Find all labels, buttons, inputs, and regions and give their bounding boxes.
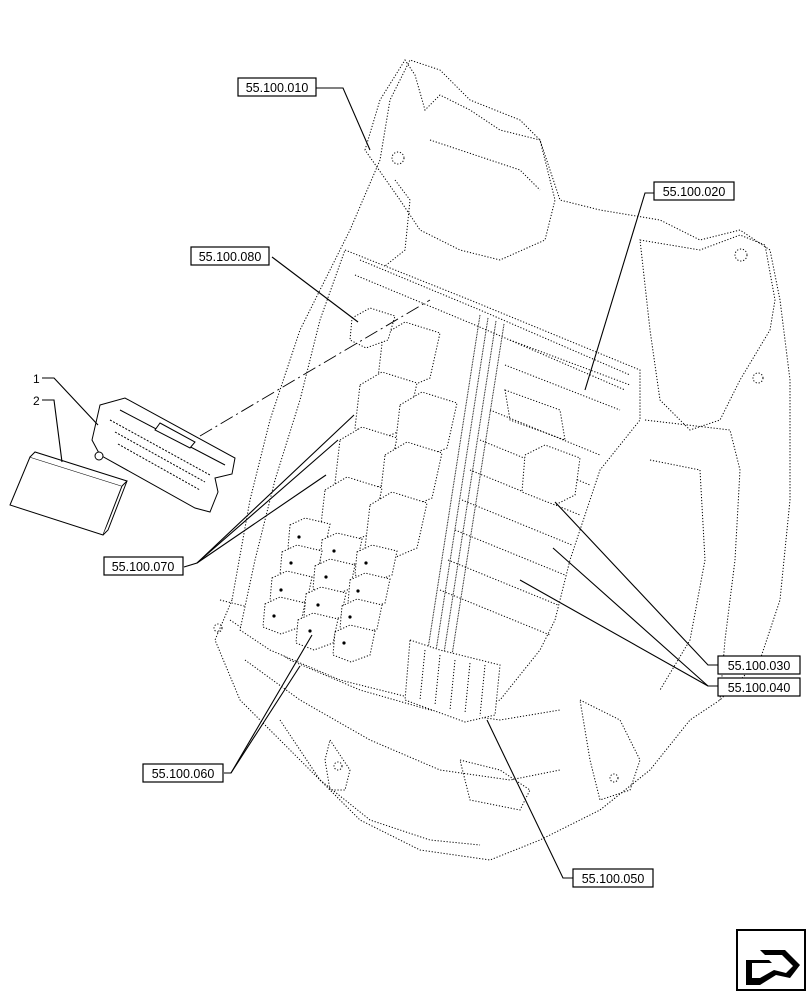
ref-box-55-100-050: 55.100.050 <box>572 868 654 888</box>
ref-box-55-100-060: 55.100.060 <box>142 763 224 783</box>
ref-label: 55.100.070 <box>112 560 175 574</box>
fuse-box-cover <box>9 397 236 536</box>
small-relays <box>262 517 398 663</box>
ref-label: 55.100.050 <box>582 872 645 886</box>
small-relay-top <box>349 307 396 349</box>
connector-block <box>404 639 501 723</box>
ref-box-55-100-070: 55.100.070 <box>103 556 184 576</box>
housing-top-bracket <box>364 59 556 261</box>
cover-part-2 <box>9 456 123 536</box>
item-number-2: 2 <box>33 394 40 408</box>
cover-part-1 <box>91 397 236 513</box>
large-relays <box>319 307 458 561</box>
ref-label: 55.100.010 <box>246 81 309 95</box>
ref-box-55-100-040: 55.100.040 <box>717 677 801 697</box>
page-navigation-arrow-icon[interactable] <box>736 929 806 991</box>
ref-box-55-100-010: 55.100.010 <box>237 77 317 97</box>
ref-box-55-100-030: 55.100.030 <box>717 655 801 675</box>
housing-right-bracket <box>639 234 776 431</box>
ref-label: 55.100.060 <box>152 767 215 781</box>
ref-label: 55.100.020 <box>663 185 726 199</box>
fuse-rows <box>439 339 631 636</box>
ref-box-55-100-020: 55.100.020 <box>653 181 735 201</box>
ref-label: 55.100.040 <box>728 681 791 695</box>
ref-box-55-100-080: 55.100.080 <box>190 246 270 266</box>
leader-lines <box>42 87 718 879</box>
ref-label: 55.100.080 <box>199 250 262 264</box>
ref-label: 55.100.030 <box>728 659 791 673</box>
item-number-1: 1 <box>33 372 40 386</box>
alignment-line <box>199 299 431 437</box>
large-relay <box>364 491 428 561</box>
